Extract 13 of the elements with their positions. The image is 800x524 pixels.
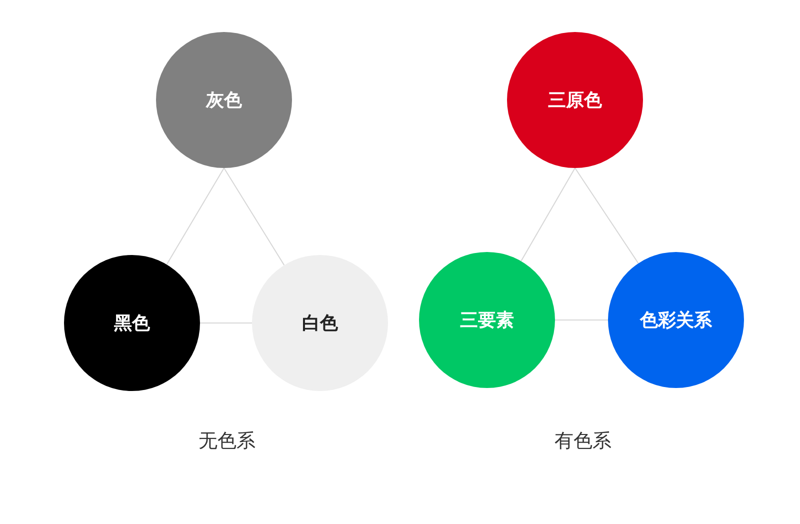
circle-label: 三原色 xyxy=(548,89,602,112)
connector-line xyxy=(520,168,576,262)
connector-line xyxy=(574,168,639,264)
circle-label: 白色 xyxy=(302,312,338,335)
circle-label: 色彩关系 xyxy=(640,309,712,332)
circle-label: 灰色 xyxy=(206,89,242,112)
circle-label: 黑色 xyxy=(114,312,150,335)
circle-label: 三要素 xyxy=(460,309,514,332)
connector-line xyxy=(200,322,252,324)
group-caption: 无色系 xyxy=(198,429,256,454)
connector-line xyxy=(166,168,224,266)
connector-line xyxy=(224,168,285,266)
group-caption: 有色系 xyxy=(554,429,612,454)
